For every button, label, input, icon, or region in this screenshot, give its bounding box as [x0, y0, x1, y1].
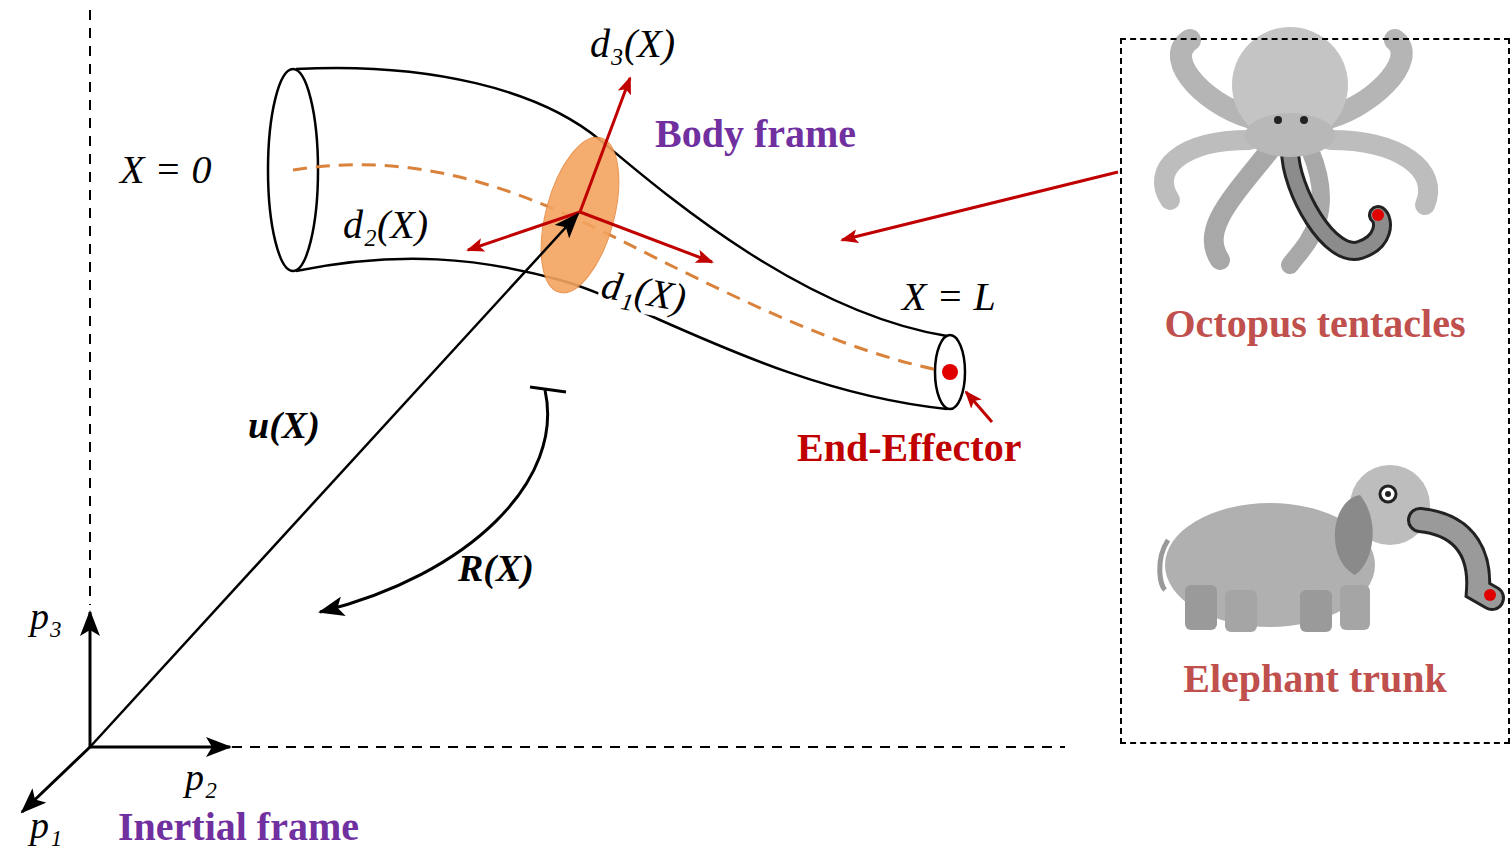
example-caption: Octopus tentacles	[1164, 302, 1465, 346]
tip-section	[935, 335, 965, 409]
axis-p1	[22, 747, 90, 812]
inspiration-panel: Octopus tentaclesElephant trunk	[1120, 38, 1510, 744]
vector-d1	[580, 212, 712, 262]
frame-line	[232, 746, 1065, 748]
axis-label: p₂	[185, 757, 217, 799]
boundary-label: X = 0	[120, 148, 211, 192]
part-label: End-Effector	[797, 426, 1021, 470]
vector-label: u(X)	[248, 405, 320, 447]
elephant-drawing	[1160, 465, 1496, 632]
axis-label: d₁(X)	[596, 262, 691, 321]
boundary-label: X = L	[902, 275, 996, 319]
example-caption: Elephant trunk	[1183, 657, 1446, 701]
position-vector	[90, 214, 578, 747]
rotation-bar	[530, 387, 566, 392]
rotation-arrow	[320, 390, 548, 612]
frame-title: Inertial frame	[118, 805, 359, 849]
centerline	[293, 165, 948, 372]
inspiration-pointer	[842, 172, 1118, 240]
axis-label: d₂(X)	[343, 203, 428, 247]
end-effector-pointer	[966, 392, 992, 422]
axis-p2	[90, 746, 230, 749]
tentacle-outline	[296, 68, 947, 336]
vector-d3	[580, 78, 630, 212]
frame-line	[89, 10, 91, 605]
end-effector-dot	[942, 364, 958, 380]
axis-label: p₁	[30, 805, 62, 847]
rotation-label: R(X)	[458, 548, 534, 590]
axis-label: d₃(X)	[590, 22, 675, 66]
axis-label: p₃	[30, 596, 62, 638]
octopus-drawing	[1164, 27, 1428, 265]
frame-title: Body frame	[655, 112, 856, 156]
tentacle-outline	[296, 259, 947, 409]
axis-p3	[89, 612, 92, 747]
